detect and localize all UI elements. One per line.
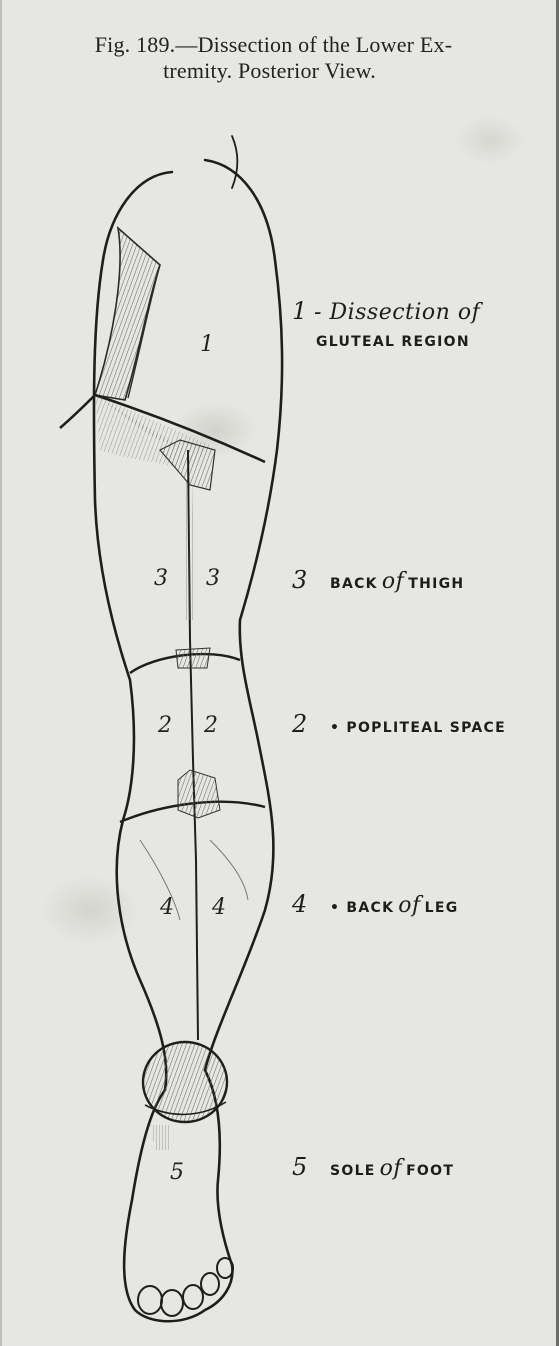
- legend-label-a: • BACK: [330, 900, 394, 916]
- legend-item-back-of-thigh: 3 BACK of THIGH: [292, 566, 464, 594]
- toes: [138, 1258, 233, 1316]
- legend-label-b: FOOT: [406, 1163, 454, 1179]
- region-number-leg-right: 4: [204, 895, 234, 920]
- region-number-thigh-left: 3: [146, 566, 176, 591]
- legend-item-sole-of-foot: 5 SOLE of FOOT: [292, 1153, 454, 1181]
- legend-item-gluteal: 1- Dissection of: [292, 297, 480, 325]
- legend-label-of: of: [382, 569, 404, 594]
- region-number-thigh-right: 3: [198, 566, 228, 591]
- legend-number: 3: [292, 566, 326, 594]
- legend-item-popliteal: 2 • POPLITEAL SPACE: [292, 710, 506, 738]
- region-number-popliteal-left: 2: [150, 713, 180, 738]
- legend-title-italic: Dissection of: [329, 300, 480, 325]
- legend-dash: -: [314, 300, 329, 325]
- legend-number: 4: [292, 890, 326, 918]
- legend-number: 1: [292, 297, 314, 325]
- legend-label-a: SOLE: [330, 1163, 376, 1179]
- region-number-sole: 5: [162, 1160, 192, 1185]
- legend-label-b: LEG: [425, 900, 459, 916]
- legend-label-a: BACK: [330, 576, 378, 592]
- legend-label: GLUTEAL REGION: [316, 334, 470, 350]
- legend-item-gluteal-line2: GLUTEAL REGION: [316, 333, 470, 351]
- region-number-gluteal: 1: [192, 332, 222, 357]
- legend-item-back-of-leg: 4 • BACK of LEG: [292, 890, 459, 918]
- legend-label-of: of: [380, 1156, 402, 1181]
- region-number-popliteal-right: 2: [196, 713, 226, 738]
- legend-number: 5: [292, 1153, 326, 1181]
- legend-number: 2: [292, 710, 326, 738]
- region-number-leg-left: 4: [152, 895, 182, 920]
- legend-label-of: of: [398, 893, 420, 918]
- legend-label-a: • POPLITEAL SPACE: [330, 720, 506, 736]
- legend-label-b: THIGH: [408, 576, 464, 592]
